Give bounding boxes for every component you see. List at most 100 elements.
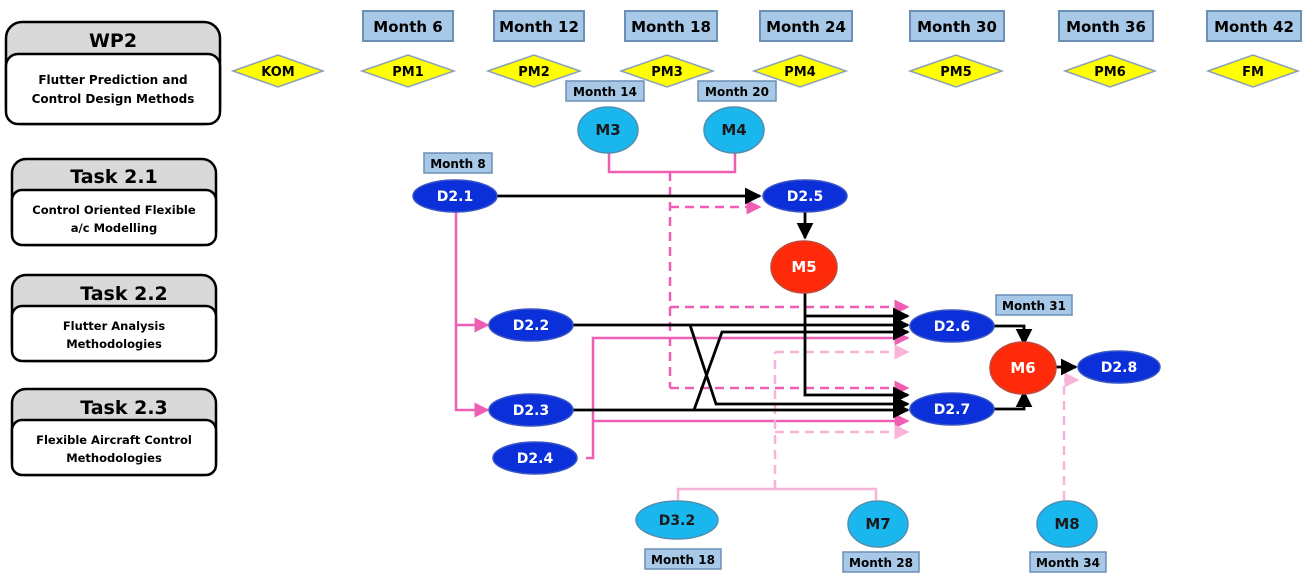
meeting-label: PM4 xyxy=(784,65,816,80)
meeting-diamond: PM3 xyxy=(618,54,716,88)
node-label: D2.1 xyxy=(437,189,473,205)
meeting-diamond: FM xyxy=(1205,54,1301,88)
node-label: D2.6 xyxy=(934,319,970,335)
milestone-m3: M3 xyxy=(577,106,639,154)
meeting-diamond: KOM xyxy=(230,54,326,88)
month-label: Month 18 xyxy=(631,18,711,36)
meetings: KOM PM1 PM2 PM3 PM4 PM5 PM6 FM xyxy=(230,54,1301,88)
node-label: D2.2 xyxy=(513,318,549,334)
month-box: Month 42 xyxy=(1206,10,1302,42)
milestone-m8: M8 xyxy=(1036,500,1098,548)
due-text: Month 34 xyxy=(1036,556,1100,570)
month-label: Month 6 xyxy=(373,18,442,36)
link-d22-to-d27 xyxy=(688,324,910,413)
node-label: D2.3 xyxy=(513,403,549,419)
due-label-m8: Month 34 xyxy=(1029,551,1107,573)
node-label: D2.5 xyxy=(787,189,823,205)
task21-desc-line1: Control Oriented Flexible xyxy=(32,203,196,217)
node-label: M8 xyxy=(1054,515,1079,533)
meeting-diamond: PM6 xyxy=(1062,54,1158,88)
node-label: D2.8 xyxy=(1101,360,1137,376)
deliverable-d2-3: D2.3 xyxy=(488,393,574,427)
due-labels: Month 14 Month 20 Month 8 Month 31 Month… xyxy=(423,80,1107,573)
node-label: M7 xyxy=(865,515,890,533)
task21-desc-line2: a/c Modelling xyxy=(71,221,157,235)
task23-desc-line2: Methodologies xyxy=(66,451,162,465)
month-label: Month 12 xyxy=(499,18,579,36)
link-d26-to-m6 xyxy=(992,324,1033,346)
task23-desc-line1: Flexible Aircraft Control xyxy=(36,433,192,447)
due-label-m3: Month 14 xyxy=(565,80,645,102)
deliverable-d3-2: D3.2 xyxy=(635,500,719,540)
due-label-m4: Month 20 xyxy=(697,80,777,102)
link-d24-to-d26 xyxy=(586,330,910,460)
deliverable-d2-1: D2.1 xyxy=(412,179,498,213)
wp-title: WP2 xyxy=(89,30,137,52)
due-text: Month 8 xyxy=(430,157,486,171)
month-label: Month 42 xyxy=(1214,18,1294,36)
node-label: M3 xyxy=(595,121,620,139)
deliverable-d2-6: D2.6 xyxy=(909,309,995,343)
node-label: M6 xyxy=(1010,359,1035,377)
task21-title: Task 2.1 xyxy=(70,166,158,188)
due-label-d32: Month 18 xyxy=(644,548,722,570)
timeline: Month 6 Month 12 Month 18 Month 24 Month… xyxy=(362,10,1302,42)
month-box: Month 36 xyxy=(1058,10,1154,42)
milestone-m6: M6 xyxy=(989,341,1057,395)
nodes: D2.1 D2.2 D2.3 D2.4 D2.5 D2.6 D2.7 D2.8 … xyxy=(412,106,1161,548)
node-label: D2.7 xyxy=(934,402,970,418)
due-text: Month 18 xyxy=(651,553,715,567)
deliverable-d2-5: D2.5 xyxy=(762,179,848,213)
month-label: Month 36 xyxy=(1066,18,1146,36)
node-label: D2.4 xyxy=(517,451,554,467)
milestone-m7: M7 xyxy=(847,500,909,548)
link-d32-m7-bracket xyxy=(676,487,878,500)
milestone-m4: M4 xyxy=(703,106,765,154)
task22-title: Task 2.2 xyxy=(80,283,168,305)
panel-wp2: WP2 Flutter Prediction and Control Desig… xyxy=(4,20,222,126)
due-text: Month 14 xyxy=(573,85,637,99)
milestone-m5: M5 xyxy=(770,240,838,294)
meeting-label: KOM xyxy=(261,65,294,80)
node-label: D3.2 xyxy=(659,513,695,529)
month-label: Month 24 xyxy=(766,18,846,36)
meeting-label: PM5 xyxy=(940,65,972,80)
meeting-label: PM3 xyxy=(651,65,683,80)
panel-task-2-3: Task 2.3 Flexible Aircraft Control Metho… xyxy=(10,387,218,477)
meeting-diamond: PM1 xyxy=(359,54,457,88)
panel-task-2-1: Task 2.1 Control Oriented Flexible a/c M… xyxy=(10,157,218,247)
node-label: M4 xyxy=(721,121,746,139)
wp-desc-line2: Control Design Methods xyxy=(32,92,195,106)
due-text: Month 28 xyxy=(849,556,913,570)
month-box: Month 6 xyxy=(362,10,454,42)
meeting-diamond: PM2 xyxy=(485,54,583,88)
meeting-label: PM2 xyxy=(518,65,550,80)
task23-title: Task 2.3 xyxy=(80,397,168,419)
meeting-label: FM xyxy=(1242,65,1264,80)
link-d23-to-d26 xyxy=(692,323,910,411)
meeting-diamond: PM4 xyxy=(751,54,849,88)
meeting-diamond: PM5 xyxy=(907,54,1005,88)
month-label: Month 30 xyxy=(917,18,997,36)
month-box: Month 24 xyxy=(759,10,853,42)
due-label-m7: Month 28 xyxy=(842,551,920,573)
panel-task-2-2: Task 2.2 Flutter Analysis Methodologies xyxy=(10,273,218,363)
wp-desc-line1: Flutter Prediction and xyxy=(38,73,187,87)
connectors xyxy=(454,152,1080,500)
due-label-m6: Month 31 xyxy=(995,294,1073,316)
due-text: Month 31 xyxy=(1002,299,1066,313)
meeting-label: PM6 xyxy=(1094,65,1126,80)
due-label-d21: Month 8 xyxy=(423,152,493,174)
link-m3-m4-bracket xyxy=(607,152,737,174)
link-d21-to-d23 xyxy=(454,211,490,418)
month-box: Month 18 xyxy=(624,10,718,42)
month-box: Month 30 xyxy=(909,10,1005,42)
deliverable-d2-4: D2.4 xyxy=(492,441,578,475)
link-d27-to-m6 xyxy=(992,390,1033,411)
task22-desc-line2: Methodologies xyxy=(66,337,162,351)
deliverable-d2-8: D2.8 xyxy=(1077,350,1161,384)
node-label: M5 xyxy=(791,258,816,276)
link-m8-to-d28 xyxy=(1062,372,1080,500)
task22-desc-line1: Flutter Analysis xyxy=(63,319,166,333)
